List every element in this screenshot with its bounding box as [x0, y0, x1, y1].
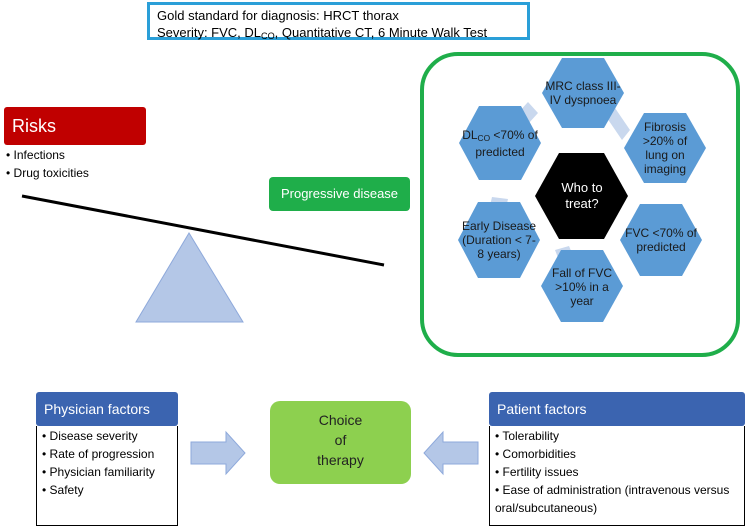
patient-factor-item: Ease of administration (intravenous vers… — [495, 481, 744, 517]
choice-of-therapy-box: Choice of therapy — [270, 401, 411, 484]
hex-label-top-right: Fibrosis >20% of lung on imaging — [642, 120, 688, 176]
physician-factor-item: Rate of progression — [42, 445, 177, 463]
progressive-disease-label: Progressive disease — [269, 177, 410, 211]
hexagon-bottom — [541, 250, 623, 322]
hexagon-top-left — [459, 106, 541, 180]
risk-item: Drug toxicities — [6, 164, 89, 182]
hex-label-center: Who to treat? — [561, 180, 603, 211]
patient-factors-list: Tolerability Comorbidities Fertility iss… — [495, 427, 744, 517]
hex-label-bottom: Fall of FVC >10% in a year — [551, 266, 612, 308]
balance-fulcrum — [135, 232, 244, 323]
patient-factors-box: Tolerability Comorbidities Fertility iss… — [489, 426, 745, 526]
choice-line: of — [334, 432, 347, 448]
right-arrow-icon — [190, 430, 246, 476]
severity-line: Severity: FVC, DLCO, Quantitative CT, 6 … — [157, 25, 488, 41]
patient-factor-item: Comorbidities — [495, 445, 744, 463]
hex-label-top-left: DLCO <70% of predicted — [462, 127, 538, 159]
patient-factor-item: Fertility issues — [495, 463, 744, 481]
hex-label-bottom-left: Early Disease (Duration < 7-8 years) — [461, 219, 537, 261]
risks-title: Risks — [4, 107, 146, 145]
risk-item: Infections — [6, 146, 89, 164]
patient-factors-title: Patient factors — [489, 392, 745, 426]
diagnosis-line: Gold standard for diagnosis: HRCT thorax — [157, 8, 399, 23]
diagnosis-box: Gold standard for diagnosis: HRCT thorax… — [147, 2, 530, 41]
physician-factors-box: Disease severity Rate of progression Phy… — [36, 426, 178, 526]
connector — [607, 108, 630, 140]
hexagon-bottom-left — [458, 202, 540, 278]
left-arrow-icon — [423, 430, 479, 476]
physician-factor-item: Safety — [42, 481, 177, 499]
hexagon-top — [542, 58, 624, 128]
hex-label-bottom-right: FVC <70% of predicted — [625, 226, 697, 254]
hexagon-center — [535, 153, 628, 239]
choice-line: therapy — [317, 452, 364, 468]
physician-factor-item: Disease severity — [42, 427, 177, 445]
balance-beam — [21, 194, 385, 267]
physician-factors-list: Disease severity Rate of progression Phy… — [42, 427, 177, 499]
hex-label-top: MRC class III-IV dyspnoea — [545, 79, 621, 107]
hexagon-bottom-right — [620, 204, 702, 276]
patient-factor-item: Tolerability — [495, 427, 744, 445]
choice-line: Choice — [318, 412, 363, 428]
hexagon-top-right — [624, 113, 706, 183]
risks-list: Infections Drug toxicities — [6, 146, 89, 182]
physician-factors-title: Physician factors — [36, 392, 178, 426]
physician-factor-item: Physician familiarity — [42, 463, 177, 481]
